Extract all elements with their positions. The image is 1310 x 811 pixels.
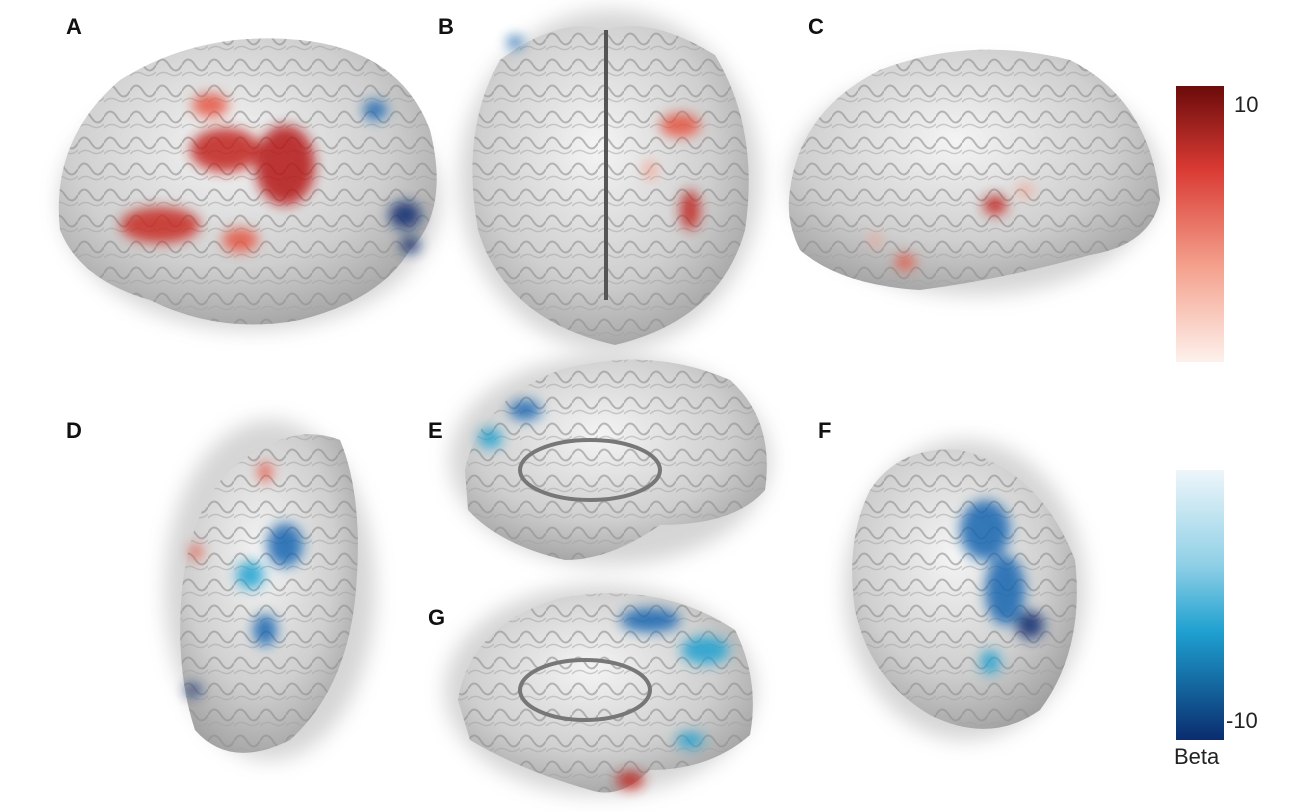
colorbar-positive <box>1176 86 1224 362</box>
brain-panel-d <box>165 420 375 760</box>
colorbar-max-label: 10 <box>1234 92 1259 117</box>
panel-label-e: E <box>428 418 443 443</box>
panel-label-d: D <box>66 418 82 443</box>
brain-panel-g <box>445 585 755 795</box>
brain-panel-a <box>58 38 440 330</box>
colorbar-title: Beta <box>1174 744 1220 769</box>
colorbar-negative <box>1176 470 1224 740</box>
panel-label-a: A <box>66 14 82 39</box>
panel-label-g: G <box>428 605 446 630</box>
colorbar-min-label: -10 <box>1226 708 1258 733</box>
brain-panel-b <box>460 10 760 350</box>
brain-panel-f <box>845 440 1085 740</box>
panel-label-b: B <box>438 14 454 39</box>
brain-panel-e <box>450 355 770 565</box>
panel-label-c: C <box>808 14 824 39</box>
panel-label-f: F <box>818 418 832 443</box>
brain-panel-c <box>788 49 1160 295</box>
